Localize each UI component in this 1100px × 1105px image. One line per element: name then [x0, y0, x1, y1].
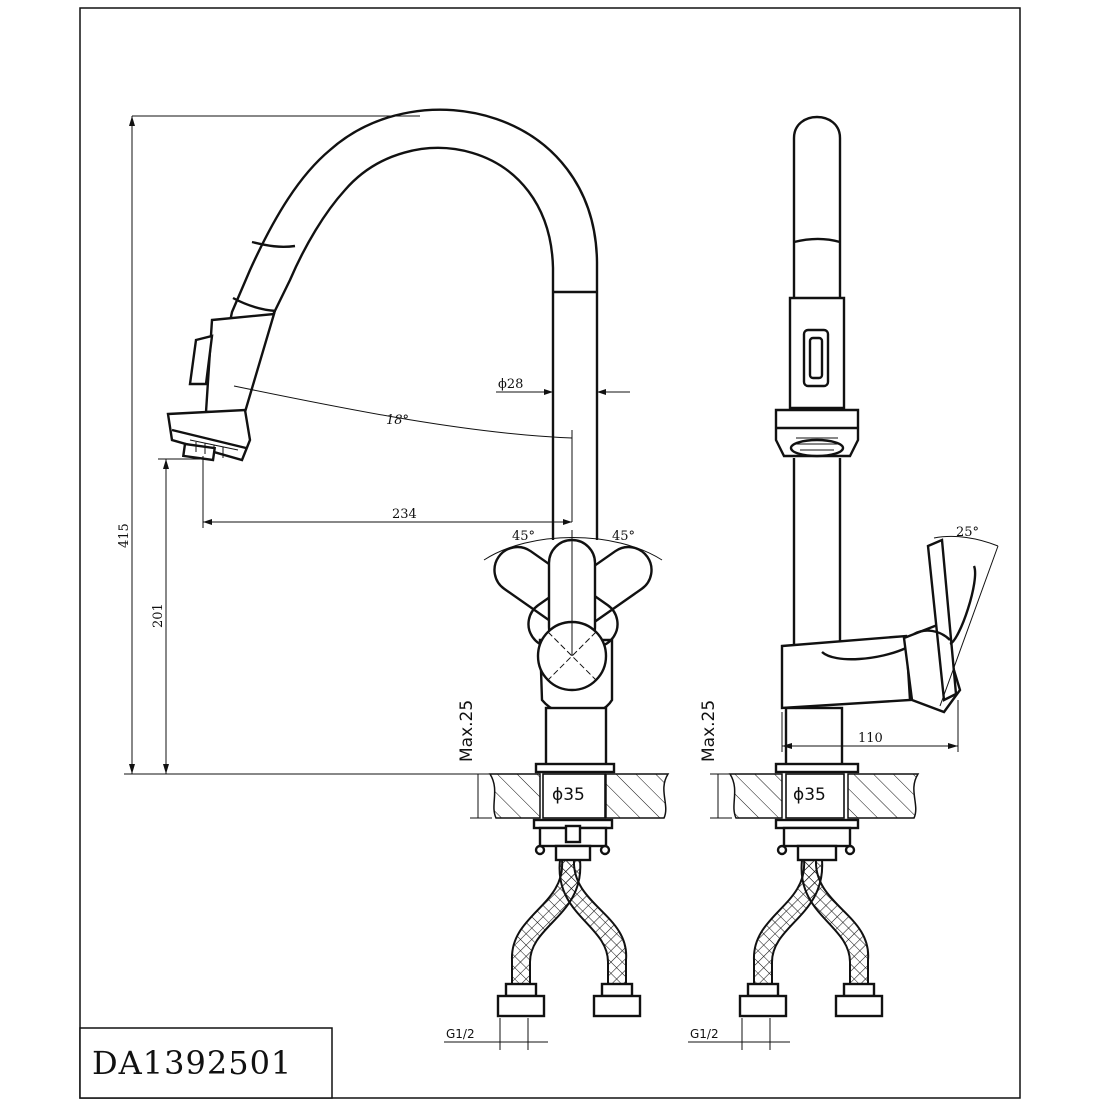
reach-label: 234 — [392, 507, 417, 522]
side-lever-tilted — [949, 565, 977, 646]
side-view: 25° 110 ϕ35 Max.25 — [688, 115, 999, 1050]
handle-angle-left-label: 45° — [512, 529, 535, 544]
max-thickness-label-side: Max.25 — [699, 700, 719, 762]
model-code: DA1392501 — [92, 1044, 292, 1082]
mounting-hardware-side — [774, 818, 860, 862]
deck-section: ϕ35 — [488, 773, 670, 819]
handle-rotation-arc — [483, 537, 663, 561]
pullout-angle-label: 18° — [386, 413, 409, 428]
thread-label-side: G1/2 — [690, 1027, 719, 1041]
handle-tilt-label: 25° — [956, 525, 979, 540]
base-diameter-label-side: ϕ35 — [793, 785, 826, 805]
base-diameter-label-front: ϕ35 — [552, 785, 585, 805]
spout-diameter-label: ϕ28 — [498, 377, 523, 392]
front-view: 45° 45° 18° ϕ28 234 ϕ35 Max.25 — [117, 108, 670, 1050]
braided-hoses-front — [496, 859, 642, 1018]
handle-angle-right-label: 45° — [612, 529, 635, 544]
spray-head — [166, 312, 276, 462]
side-body — [780, 634, 912, 710]
spout-inner — [243, 146, 555, 411]
mounting-hardware-front — [532, 818, 614, 862]
thread-label-front: G1/2 — [446, 1027, 475, 1041]
spout-outer — [210, 108, 599, 409]
side-spout-top — [792, 115, 842, 300]
pullout-arc — [233, 385, 573, 439]
body-depth-label: 110 — [858, 731, 883, 746]
braided-hoses-side — [738, 859, 884, 1018]
spout-height-label: 201 — [151, 603, 166, 628]
max-thickness-label-front: Max.25 — [457, 700, 477, 762]
side-lever — [926, 538, 958, 702]
title-block: DA1392501 — [79, 1027, 333, 1099]
overall-height-label: 415 — [117, 523, 132, 548]
drawing-frame — [79, 7, 1021, 1099]
mixer-body — [493, 538, 653, 774]
deck-section-side: ϕ35 — [728, 773, 920, 819]
